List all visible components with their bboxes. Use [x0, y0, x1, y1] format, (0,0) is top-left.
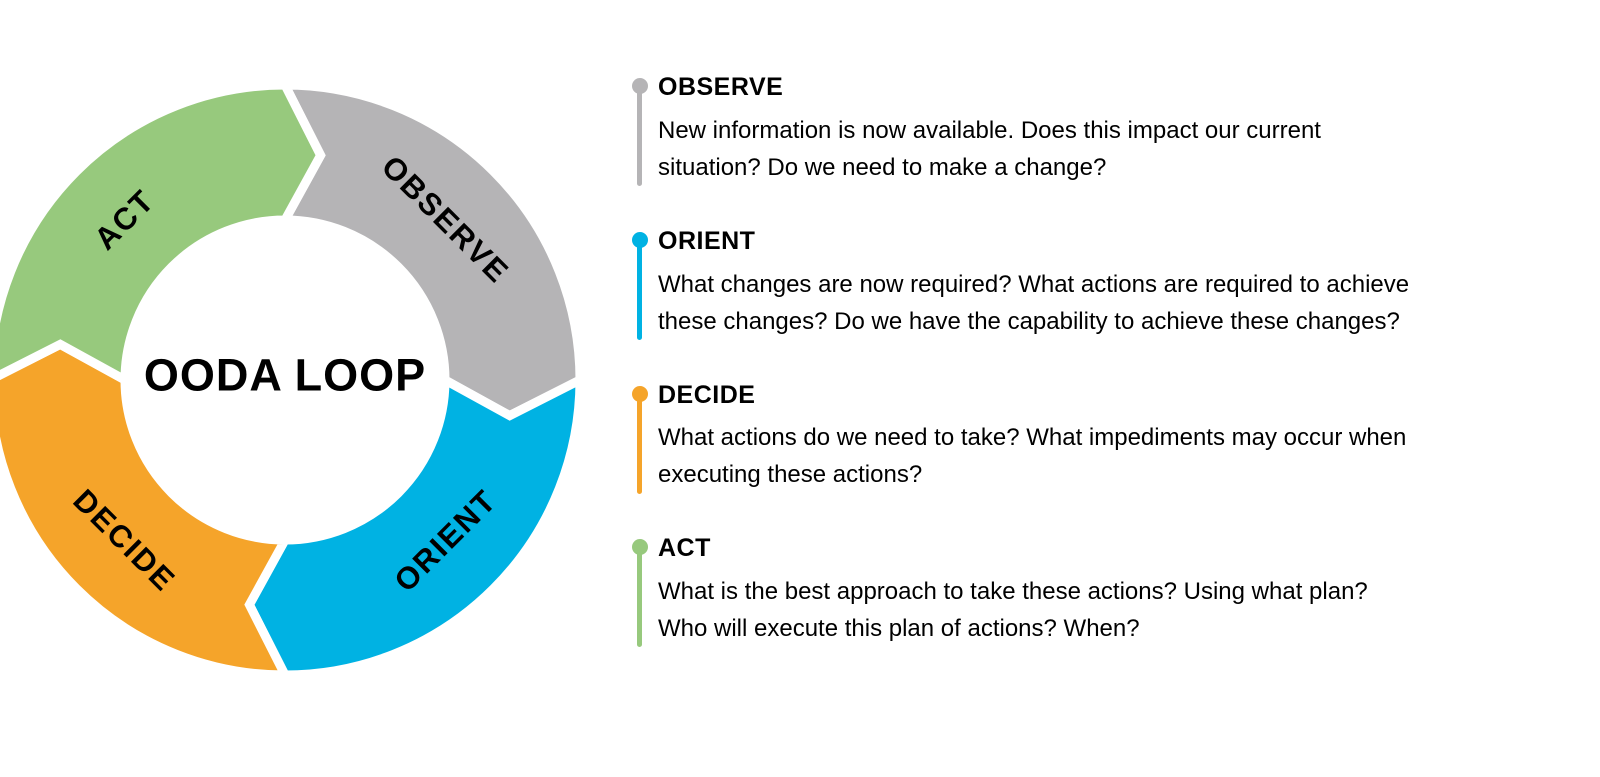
segment-act	[0, 80, 326, 388]
legend-section-act: ACT What is the best approach to take th…	[632, 534, 1592, 648]
observe-description-line-2: situation? Do we need to make a change?	[658, 153, 1107, 181]
act-description-line-2: Who will execute this plan of actions? W…	[658, 615, 1140, 642]
act-heading: ACT	[658, 534, 711, 563]
decide-bullet-dot	[632, 385, 648, 402]
orient-description-line-1: What changes are now required? What acti…	[658, 270, 1410, 298]
legend-section-decide: DECIDE What actions do we need to take? …	[632, 381, 1592, 494]
act-description-line-1: What is the best approach to take these …	[658, 578, 1368, 605]
observe-heading: OBSERVE	[658, 73, 784, 101]
ring-center-title: OODA LOOP	[144, 350, 426, 401]
legend-section-observe: OBSERVE New information is now available…	[632, 73, 1592, 186]
orient-description-line-2: these changes? Do we have the capability…	[658, 307, 1400, 335]
ooda-ring-diagram: ACT OBSERVE ORIENT DECIDE OODA LOOP	[0, 80, 585, 680]
segment-observe	[277, 80, 585, 421]
segment-orient	[244, 372, 585, 680]
orient-heading: ORIENT	[658, 226, 756, 255]
legend: OBSERVE New information is now available…	[632, 73, 1592, 688]
decide-heading: DECIDE	[658, 380, 756, 409]
decide-description: What actions do we need to take? What im…	[658, 419, 1592, 493]
decide-description-line-1: What actions do we need to take? What im…	[658, 424, 1407, 452]
observe-description: New information is now available. Does t…	[658, 112, 1592, 186]
orient-bullet-dot	[632, 231, 648, 248]
observe-description-line-1: New information is now available. Does t…	[658, 116, 1321, 144]
act-vertical-line	[637, 550, 642, 648]
decide-vertical-line	[637, 396, 642, 494]
legend-section-orient: ORIENT What changes are now required? Wh…	[632, 227, 1592, 340]
segment-decide	[0, 339, 293, 680]
act-bullet-dot	[632, 539, 648, 556]
act-description: What is the best approach to take these …	[658, 573, 1592, 647]
observe-vertical-line	[637, 89, 642, 186]
decide-description-line-2: executing these actions?	[658, 461, 923, 489]
observe-bullet-dot	[632, 78, 648, 94]
orient-vertical-line	[637, 242, 642, 340]
orient-description: What changes are now required? What acti…	[658, 266, 1592, 340]
